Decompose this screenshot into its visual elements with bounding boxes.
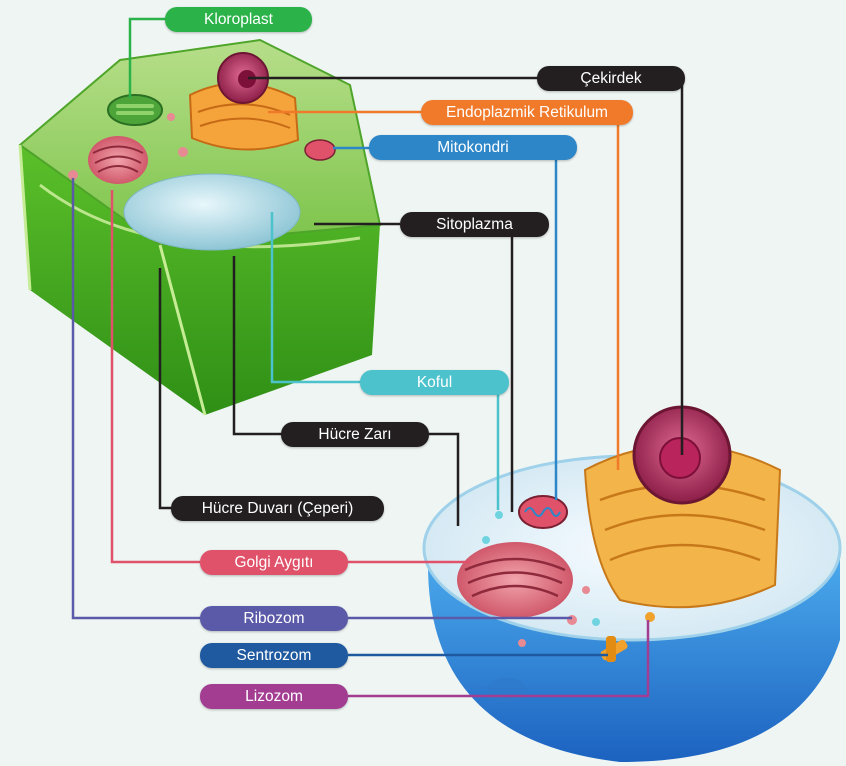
line-sitoplazma (314, 222, 514, 512)
line-golgi (110, 190, 470, 564)
label-golgi-aygiti: Golgi Aygıtı (200, 550, 348, 575)
line-hucre-zari (232, 256, 460, 526)
animal-mitochondrion-2 (487, 678, 527, 702)
line-cekirdek (248, 76, 684, 455)
line-er (268, 110, 620, 470)
label-mitokondri: Mitokondri (369, 135, 577, 160)
plant-cell-side (20, 145, 380, 415)
line-lizozom (348, 620, 650, 698)
animal-mitochondrion (518, 495, 568, 529)
label-endoplazmik-retikulum: Endoplazmik Retikulum (421, 100, 633, 125)
label-hucre-duvari: Hücre Duvarı (Çeperi) (171, 496, 384, 521)
chloroplast (107, 94, 163, 126)
vacuole (123, 173, 301, 251)
label-sitoplazma: Sitoplazma (400, 212, 549, 237)
plant-nucleus (217, 52, 269, 104)
plant-cell (18, 38, 382, 416)
label-hucre-zari: Hücre Zarı (281, 422, 429, 447)
label-sentrozom: Sentrozom (200, 643, 348, 668)
label-lizozom: Lizozom (200, 684, 348, 709)
animal-golgi (457, 542, 573, 618)
plant-golgi (88, 136, 148, 184)
leader-lines (71, 17, 684, 698)
line-hucre-duvari (158, 268, 172, 510)
line-kloroplast (128, 17, 170, 98)
plant-er (188, 82, 300, 151)
animal-cell (422, 405, 842, 762)
line-koful (270, 212, 500, 510)
label-cekirdek: Çekirdek (537, 66, 685, 91)
label-ribozom: Ribozom (200, 606, 348, 631)
label-kloroplast: Kloroplast (165, 7, 312, 32)
line-ribozom (71, 178, 572, 620)
plant-mitochondrion (304, 139, 336, 161)
line-mitokondri (333, 146, 558, 500)
label-koful: Koful (360, 370, 509, 395)
